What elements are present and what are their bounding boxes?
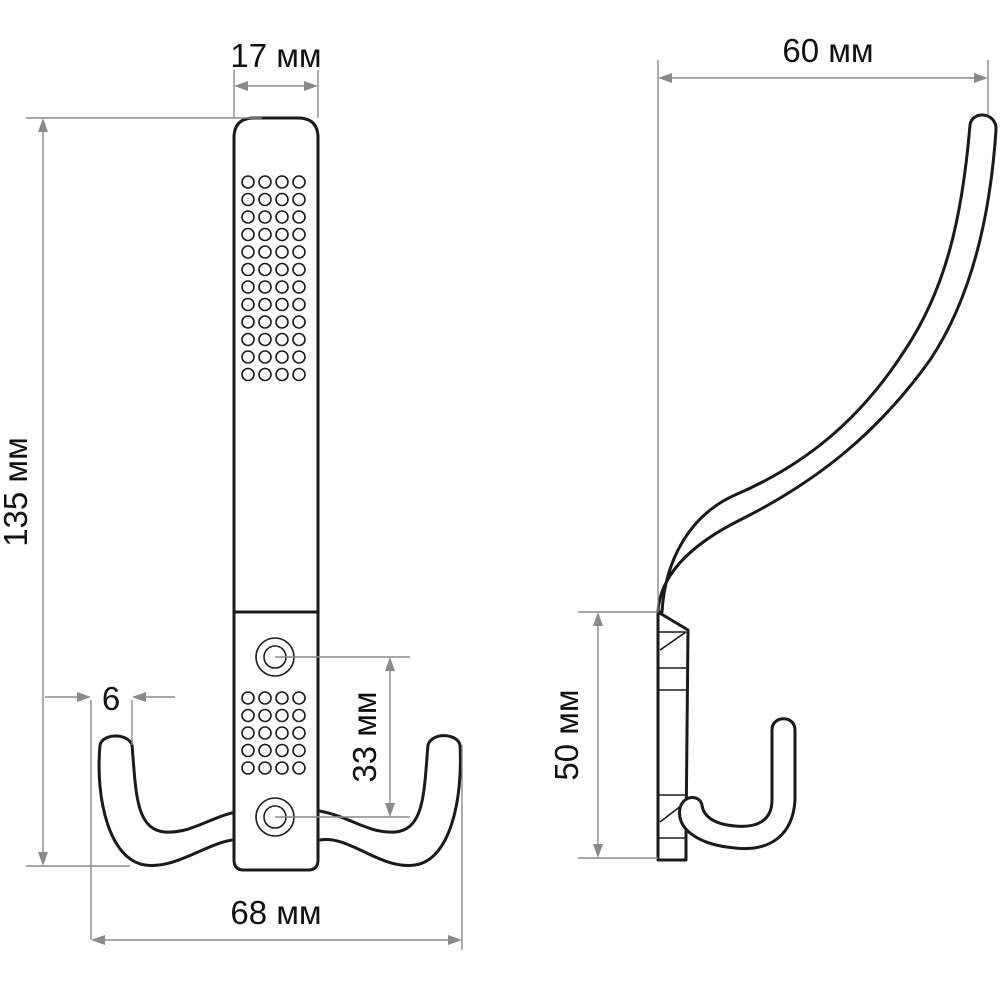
plate-dot: [258, 726, 272, 740]
dimension-height: 135 мм: [0, 117, 262, 867]
plate-dot: [275, 210, 289, 224]
plate-dot: [275, 297, 289, 312]
plate-dot: [275, 761, 289, 775]
label-height: 135 мм: [0, 437, 34, 547]
plate-dot: [241, 245, 255, 259]
plate-dot: [258, 210, 272, 224]
plate-dot: [241, 227, 255, 242]
plate-dot: [275, 227, 289, 242]
plate-dot: [275, 708, 289, 723]
plate-dot: [258, 761, 272, 775]
plate-dot: [241, 761, 255, 775]
plate-dot: [241, 367, 255, 382]
plate-dot: [275, 350, 289, 364]
dimension-lower-hook: 50 мм: [548, 611, 658, 859]
plate-dot: [292, 297, 306, 312]
plate-dot: [241, 297, 255, 312]
side-lower-hook: [678, 717, 797, 851]
front-dot-pattern-lower: [241, 691, 306, 775]
plate-dot: [241, 192, 255, 207]
plate-dot: [292, 245, 306, 259]
label-width-top: 17 мм: [230, 37, 321, 74]
plate-dot: [275, 743, 289, 758]
plate-dot: [275, 245, 289, 259]
plate-dot: [292, 210, 306, 224]
plate-dot: [258, 743, 272, 758]
side-upper-arm: [656, 113, 998, 614]
plate-dot: [241, 726, 255, 740]
plate-dot: [258, 227, 272, 242]
plate-dot: [241, 332, 255, 347]
side-back-plate: [656, 610, 690, 862]
plate-dot: [292, 367, 306, 382]
plate-dot: [258, 367, 272, 382]
plate-dot: [275, 315, 289, 329]
plate-dot: [292, 726, 306, 740]
plate-dot: [241, 210, 255, 224]
plate-dot: [275, 691, 289, 705]
plate-dot: [241, 175, 255, 189]
label-overall-width: 68 мм: [230, 894, 321, 931]
label-lower-hook: 50 мм: [548, 689, 585, 780]
plate-dot: [292, 708, 306, 723]
plate-dot: [258, 332, 272, 347]
plate-dot: [258, 175, 272, 189]
side-view: [656, 113, 998, 862]
plate-dot: [258, 315, 272, 329]
dimension-width-top: 17 мм: [230, 37, 322, 118]
plate-dot: [258, 280, 272, 294]
plate-dot: [241, 280, 255, 294]
plate-dot: [241, 743, 255, 758]
plate-dot: [275, 726, 289, 740]
dimension-hole-spacing: 33 мм: [275, 656, 410, 818]
plate-dot: [292, 227, 306, 242]
label-depth: 60 мм: [782, 32, 873, 69]
label-hole-spacing: 33 мм: [346, 691, 383, 782]
dimension-depth: 60 мм: [657, 32, 989, 612]
front-plate-upper: [232, 116, 320, 614]
plate-dot: [241, 315, 255, 329]
plate-dot: [292, 761, 306, 775]
plate-dot: [292, 315, 306, 329]
plate-dot: [241, 708, 255, 723]
front-view: [97, 116, 462, 872]
plate-dot: [258, 691, 272, 705]
front-plate-lower: [232, 610, 320, 872]
plate-dot: [292, 175, 306, 189]
plate-dot: [292, 192, 306, 207]
plate-dot: [241, 691, 255, 705]
plate-dot: [258, 262, 272, 277]
plate-dot: [292, 332, 306, 347]
plate-dot: [241, 350, 255, 364]
plate-dot: [275, 332, 289, 347]
plate-dot: [275, 280, 289, 294]
plate-dot: [275, 192, 289, 207]
plate-dot: [258, 192, 272, 207]
plate-dot: [258, 245, 272, 259]
plate-dot: [292, 280, 306, 294]
plate-dot: [292, 691, 306, 705]
front-hook-body: [97, 734, 462, 867]
label-hook-gap: 6: [102, 680, 120, 717]
dimension-hook-gap: 6: [45, 680, 175, 940]
plate-dot: [292, 743, 306, 758]
plate-dot: [258, 350, 272, 364]
plate-dot: [275, 262, 289, 277]
plate-dot: [275, 175, 289, 189]
plate-dot: [292, 350, 306, 364]
plate-dot: [275, 367, 289, 382]
front-dot-pattern-upper: [241, 175, 306, 382]
plate-dot: [292, 262, 306, 277]
plate-dot: [258, 708, 272, 723]
dimension-overall-width: 68 мм: [91, 745, 463, 950]
plate-dot: [258, 297, 272, 312]
plate-dot: [241, 262, 255, 277]
